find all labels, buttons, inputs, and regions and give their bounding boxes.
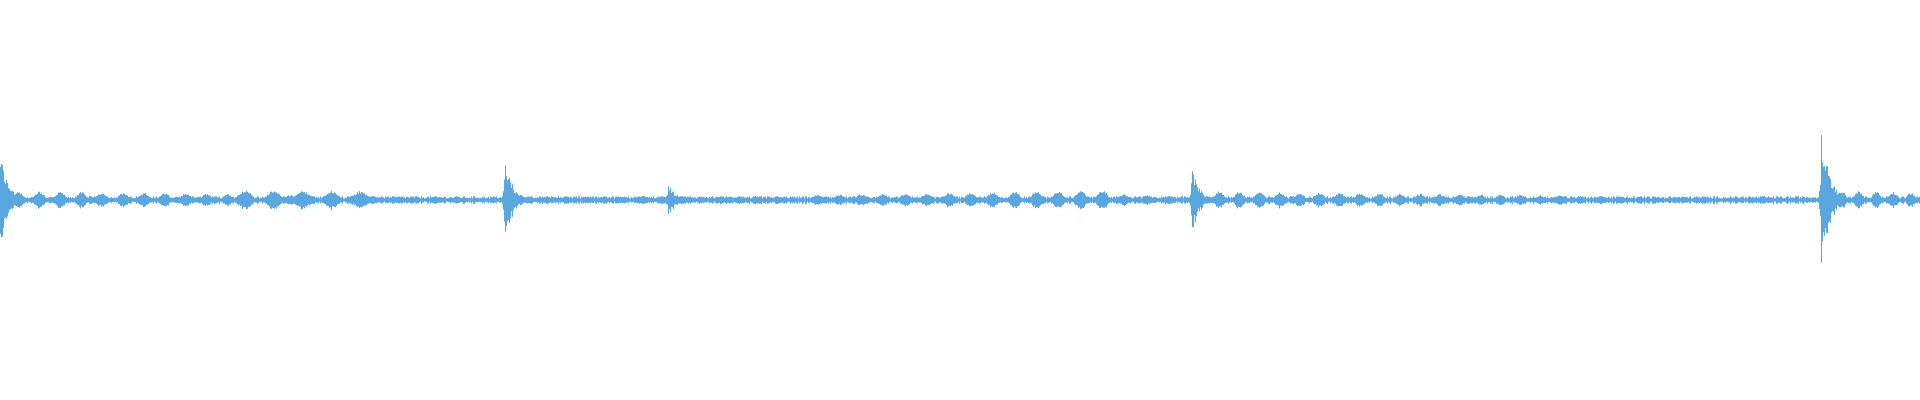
waveform-trace xyxy=(0,135,1920,263)
